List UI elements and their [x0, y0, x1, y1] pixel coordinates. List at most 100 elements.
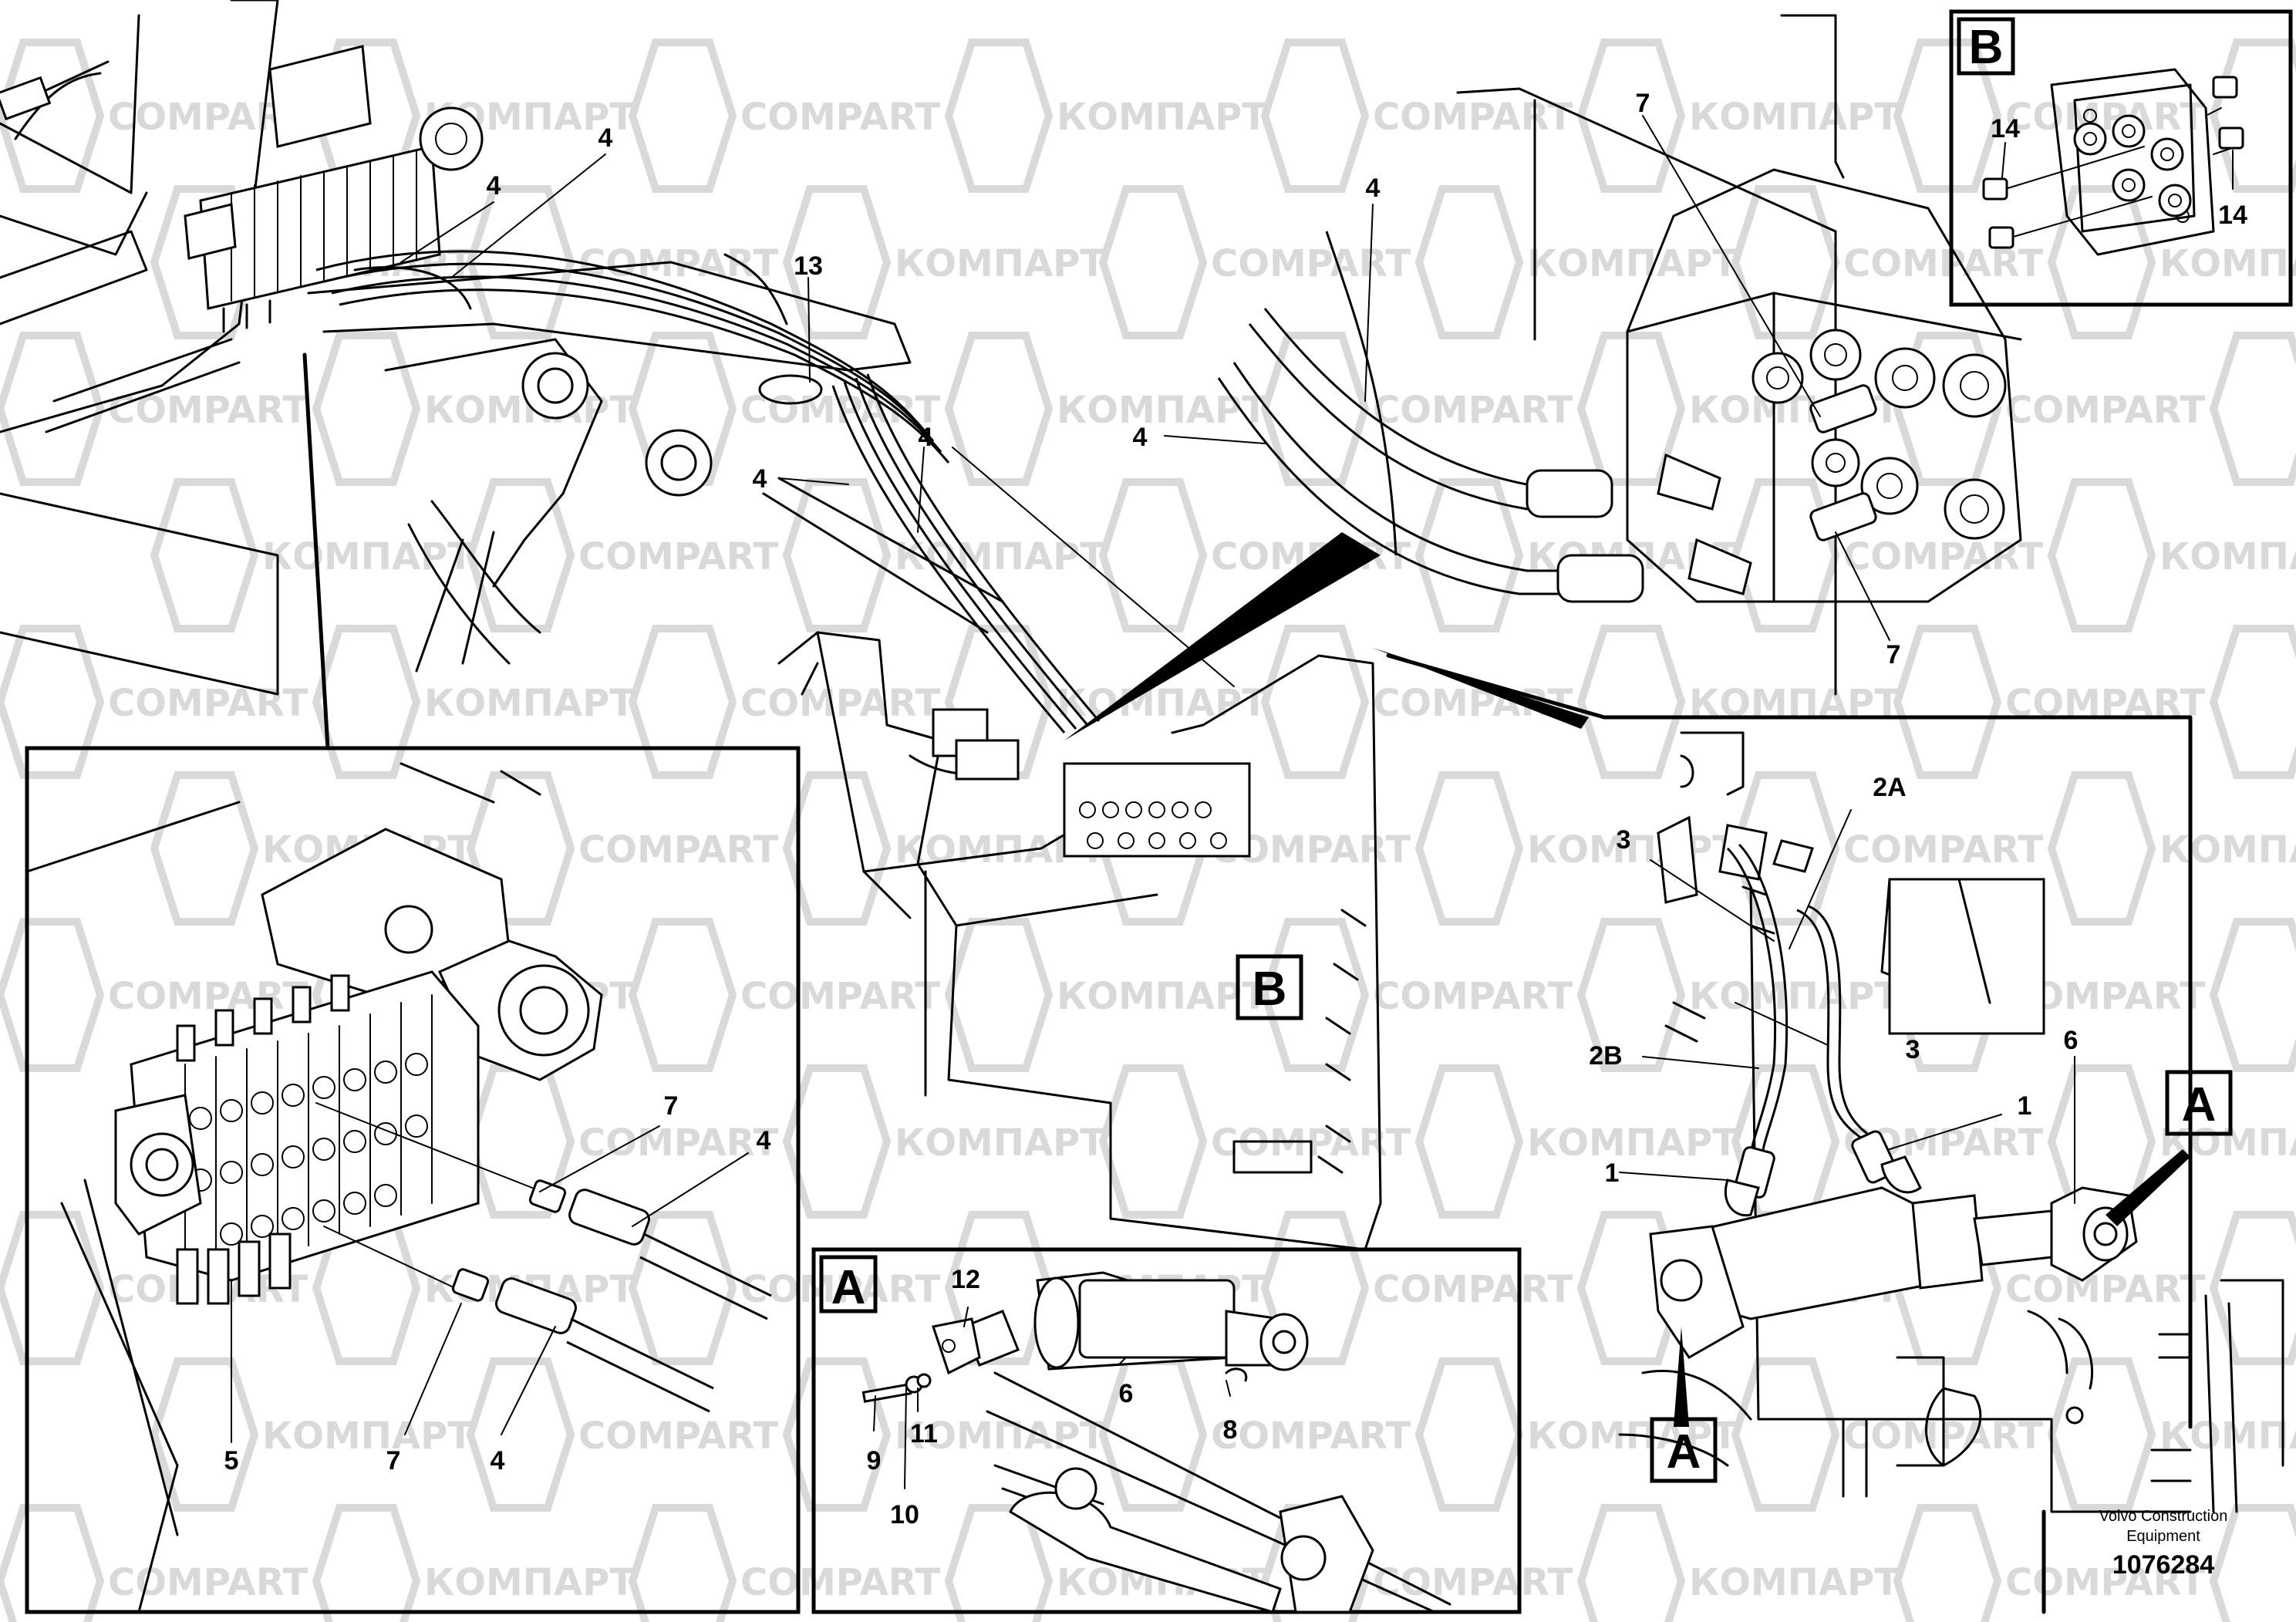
title-part-number: 1076284	[2112, 1550, 2214, 1580]
watermark-text: COMPART	[108, 975, 308, 1018]
watermark-logo-icon	[1414, 185, 1524, 339]
watermark-text: COMPART	[1211, 1415, 1411, 1458]
watermark-text: КОМПАРТ	[1689, 975, 1900, 1018]
watermark-logo-icon	[150, 1357, 259, 1512]
watermark-logo-icon	[0, 625, 105, 779]
watermark-text: COMPART	[1373, 1268, 1573, 1311]
watermark-logo-icon	[1414, 771, 1524, 926]
callout-hose-4: 4	[1133, 423, 1148, 452]
watermark-logo-icon	[2209, 625, 2296, 779]
detail-valve-drawing	[25, 762, 772, 1614]
watermark-text: КОМПАРТ	[2159, 242, 2296, 285]
watermark-logo-icon	[2209, 1211, 2296, 1365]
callout-plug-14: 14	[1991, 114, 2020, 143]
watermark-logo-icon	[1731, 1357, 1840, 1512]
callout-hose-4: 4	[919, 423, 933, 452]
detail-b-fitting-block	[1456, 14, 2022, 696]
watermark-logo-icon	[2047, 771, 2156, 926]
view-label-b-center: B	[1253, 963, 1287, 1016]
watermark-logo-icon	[150, 771, 259, 926]
callout-fitting-1: 1	[1605, 1158, 1620, 1188]
watermark-logo-icon	[1098, 1064, 1208, 1219]
watermark-text: КОМПАРТ	[895, 242, 1105, 285]
view-label-b-topright: B	[1969, 21, 2004, 74]
watermark-logo-icon	[2209, 332, 2296, 486]
callout-washer-11: 11	[910, 1419, 938, 1448]
detail-a-cylinder-drawing	[861, 1271, 1451, 1614]
watermark-text: COMPART	[108, 682, 308, 725]
callout-labels: 4 4 13 4 4 4 4 7 7 7 4 5 7 4 2A 3 3 2B 1…	[224, 89, 2247, 1529]
view-a-pointer-right	[2106, 1149, 2190, 1226]
title-company-line1: Volvo Construction	[2099, 1508, 2228, 1525]
watermark-text: КОМПАРТ	[2159, 1415, 2296, 1458]
view-label-a-lower: A	[1667, 1425, 1701, 1479]
watermark-logo-icon	[312, 1504, 421, 1622]
watermark-logo-icon	[1731, 185, 1840, 339]
watermark-logo-icon	[0, 39, 105, 193]
watermark-logo-icon	[1260, 918, 1370, 1072]
callout-pin-12: 12	[951, 1265, 980, 1294]
watermark-logo-icon	[466, 1064, 575, 1219]
watermark-logo-icon	[944, 918, 1054, 1072]
watermark-logo-icon	[0, 1504, 105, 1622]
watermark-logo-icon	[1893, 39, 2002, 193]
watermark-text: COMPART	[740, 1268, 941, 1311]
callout-ring-8: 8	[1223, 1415, 1238, 1445]
view-a-pointer-lower	[1674, 1327, 1689, 1427]
watermark-text: КОМПАРТ	[1057, 975, 1267, 1018]
callout-hose-4: 4	[1366, 174, 1381, 203]
watermark-logo-icon	[2047, 1357, 2156, 1512]
watermark-logo-icon	[2209, 39, 2296, 193]
view-label-a-right-box	[2165, 1070, 2233, 1136]
watermark-logo-icon	[1893, 625, 2002, 779]
callout-hose-2b: 2B	[1589, 1041, 1622, 1071]
watermark-text: COMPART	[1843, 242, 2044, 285]
boom-structure	[307, 253, 1004, 673]
watermark-text: COMPART	[108, 389, 308, 432]
watermark-text: КОМПАРТ	[895, 1121, 1105, 1165]
watermark-logo-icon	[1893, 1504, 2002, 1622]
watermark-logo-icon	[782, 1357, 892, 1512]
detail-a-cylinder-badge	[819, 1255, 878, 1313]
callout-fitting-7: 7	[1886, 640, 1901, 669]
watermark-text: COMPART	[578, 1415, 779, 1458]
watermark-text: КОМПАРТ	[262, 1415, 473, 1458]
watermark-text: КОМПАРТ	[1689, 96, 1900, 139]
watermark-logo-icon	[0, 332, 105, 486]
callout-elbow-3: 3	[1906, 1035, 1920, 1064]
watermark-text: COMPART	[1373, 975, 1573, 1018]
watermark-text: COMPART	[2005, 1268, 2206, 1311]
watermark-text: COMPART	[740, 1561, 941, 1604]
watermark-logo-icon	[150, 478, 259, 632]
watermark-logo-icon	[1414, 1064, 1524, 1219]
watermark-text: КОМПАРТ	[2159, 828, 2296, 872]
watermark-text: КОМПАРТ	[424, 682, 635, 725]
watermark-text: COMPART	[1843, 535, 2044, 578]
watermark-logo-icon	[312, 332, 421, 486]
watermark-logo-icon	[944, 39, 1054, 193]
leader-lines	[231, 115, 2234, 1489]
watermark-text: КОМПАРТ	[895, 1415, 1105, 1458]
detail-a-cylinder-frame	[811, 1247, 1522, 1614]
watermark-text: КОМПАРТ	[1057, 96, 1267, 139]
view-label-a-right: A	[2182, 1078, 2217, 1131]
watermark-logo-icon	[944, 332, 1054, 486]
callout-fitting-7: 7	[664, 1091, 679, 1121]
watermark-logo-icon	[2209, 918, 2296, 1072]
callout-hose-4: 4	[598, 123, 613, 153]
view-label-a-detail: A	[831, 1261, 866, 1314]
watermark-logo-icon	[1260, 625, 1370, 779]
main-assembly-drawing	[0, 0, 2193, 1429]
view-labels: B B A A A	[831, 21, 2233, 1483]
watermark-logo-icon	[1576, 1504, 1686, 1622]
watermark-logo-icon	[466, 478, 575, 632]
watermark-logo-icon	[1260, 39, 1370, 193]
callout-clamp-13: 13	[794, 251, 823, 281]
box-b-drawing	[1982, 68, 2244, 256]
watermark-logo-icon	[628, 39, 737, 193]
watermark-text: COMPART	[740, 96, 941, 139]
callout-hose-4: 4	[753, 464, 767, 494]
title-block: Volvo Construction Equipment 1076284	[2099, 1508, 2228, 1580]
callout-hose-4: 4	[491, 1446, 505, 1475]
